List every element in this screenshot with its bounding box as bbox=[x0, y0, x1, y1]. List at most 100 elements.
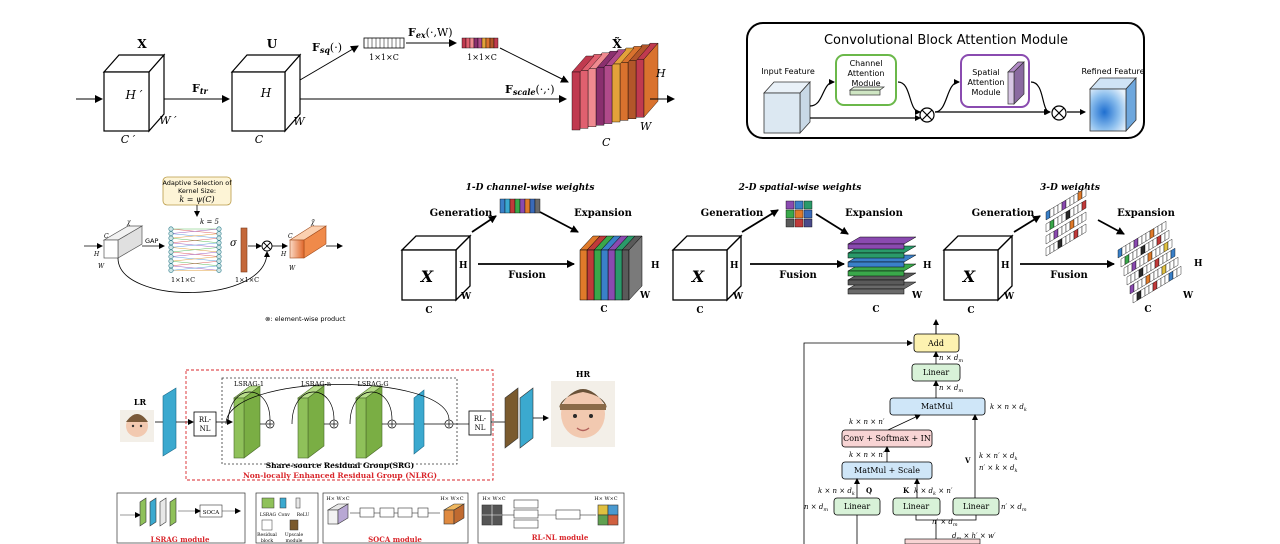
stack-slice bbox=[587, 68, 597, 128]
eca-h: H bbox=[93, 251, 100, 258]
3d-volume-cell bbox=[1146, 262, 1152, 274]
spatial-weight-cell bbox=[794, 200, 804, 210]
legend-block: block bbox=[261, 538, 274, 544]
eca-chi: χ bbox=[126, 219, 131, 226]
3d-volume-cell bbox=[1154, 257, 1160, 269]
panel-2d: X H W C Generation Expansion Fusion H W … bbox=[671, 200, 932, 316]
spatial-line2: Attention bbox=[968, 78, 1005, 87]
fsq-arrow bbox=[299, 45, 359, 81]
eca-node-out bbox=[216, 235, 222, 241]
linear-top-label: Linear bbox=[923, 368, 950, 377]
channel-stack bbox=[579, 235, 643, 301]
u-c-label: C bbox=[255, 133, 264, 146]
u-label: U bbox=[267, 37, 278, 51]
3d-volume-cell bbox=[1160, 275, 1166, 287]
3d-weight-cell bbox=[1049, 242, 1055, 254]
3d-volume-cell bbox=[1150, 259, 1156, 271]
spatial-stack bbox=[847, 236, 917, 295]
eca-node-out bbox=[216, 258, 222, 264]
ndm-left: n × dm bbox=[804, 503, 828, 513]
eca-node-in bbox=[168, 254, 174, 260]
legend-conv: Conv bbox=[278, 512, 290, 518]
x-cube-3d bbox=[942, 234, 1014, 302]
c-3d-out: C bbox=[1144, 305, 1151, 315]
3d-volume-cell bbox=[1161, 220, 1167, 232]
gap-label: GAP bbox=[145, 237, 158, 245]
lsrag-module-diagram bbox=[120, 497, 241, 527]
3d-weight-cell bbox=[1073, 204, 1079, 216]
3d-volume-cell bbox=[1165, 261, 1171, 273]
matmul-scale-box bbox=[841, 461, 933, 480]
rlnl1-line1: RL- bbox=[199, 416, 212, 424]
channel-slice bbox=[614, 249, 623, 301]
eca-connection bbox=[170, 256, 220, 262]
generation-1d: Generation bbox=[430, 208, 493, 219]
legend-relu: ReLU bbox=[297, 512, 310, 518]
3d-volume-cell bbox=[1137, 278, 1143, 290]
3d-volume-cell bbox=[1149, 271, 1155, 283]
3d-weight-cell bbox=[1065, 197, 1071, 209]
3d-volume-cell bbox=[1124, 253, 1130, 265]
stack-slice bbox=[603, 65, 613, 124]
w-1d-out: W bbox=[639, 291, 651, 301]
ndm-2: n × dm bbox=[939, 384, 963, 394]
w-3d: W bbox=[1003, 292, 1015, 302]
lsrag-block-side bbox=[307, 385, 325, 459]
legend-residual: Residual bbox=[257, 532, 277, 538]
excitation-dims: 1×1×C bbox=[467, 53, 497, 62]
srg-box bbox=[221, 377, 458, 465]
3d-volume-cell bbox=[1173, 256, 1179, 268]
rlnl1-line2: NL bbox=[200, 425, 211, 433]
ftr-label: Ftr bbox=[192, 82, 209, 96]
eca-node-in bbox=[168, 244, 174, 250]
3d-weight-cell bbox=[1081, 223, 1087, 235]
h-1d: H bbox=[459, 261, 468, 271]
k-n-n-1: k × n × n′ bbox=[849, 418, 885, 426]
eca-node-in bbox=[168, 258, 174, 264]
3d-weight-cell bbox=[1061, 199, 1067, 211]
matmul-label: MatMul bbox=[921, 402, 954, 411]
stack-slice bbox=[579, 70, 589, 129]
eca-legend: ⊗: element-wise product bbox=[265, 315, 346, 323]
x-cube-2d bbox=[671, 234, 743, 302]
eca-chi-tilde: χ̃ bbox=[310, 219, 315, 226]
eca-connection bbox=[170, 237, 220, 244]
3d-volume-cell bbox=[1141, 276, 1147, 288]
eca-block: Adaptive Selection of Kernel Size: k = ψ… bbox=[84, 176, 346, 323]
eca-connection bbox=[170, 260, 220, 267]
x-label: X bbox=[137, 37, 147, 51]
header-1d: 1-D channel-wise weights bbox=[466, 183, 595, 193]
eca-node-out bbox=[216, 249, 222, 255]
lsrag-blocks bbox=[225, 384, 469, 459]
eca-node-in bbox=[168, 249, 174, 255]
3d-volume-cell bbox=[1149, 228, 1155, 240]
eca-connection bbox=[170, 265, 220, 271]
generation-2d: Generation bbox=[701, 208, 764, 219]
eca-out-w: W bbox=[289, 265, 296, 272]
cbam-multiply-icon-2 bbox=[1051, 105, 1067, 121]
legend-lsrag: LSRAG bbox=[260, 512, 277, 518]
excitation-cell bbox=[481, 37, 487, 49]
3d-volume-cell bbox=[1159, 243, 1165, 255]
c-3d: C bbox=[967, 306, 974, 316]
rlnl-hwc-1: H× W×C bbox=[482, 496, 505, 502]
3d-volume-cell bbox=[1151, 248, 1157, 260]
excitation-cell bbox=[473, 37, 479, 49]
3d-weight-cell bbox=[1057, 238, 1063, 250]
x-cube bbox=[102, 53, 166, 133]
channel-line1: Channel bbox=[850, 59, 883, 68]
spatial-weight-cell bbox=[803, 218, 813, 228]
rlnl-box-1 bbox=[193, 411, 217, 437]
fscale-label: Fscale(·,·) bbox=[505, 83, 555, 97]
lsragn-label: LSRAG-n bbox=[301, 380, 331, 388]
3d-weight-cell bbox=[1049, 230, 1055, 242]
3d-volume-cell bbox=[1164, 273, 1170, 285]
u-w-label: W bbox=[293, 115, 306, 128]
x-c-label: C ′ bbox=[121, 133, 136, 146]
lsragg-label: LSRAG-G bbox=[357, 380, 388, 388]
v-label: V bbox=[964, 456, 971, 465]
spatial-line3: Module bbox=[971, 88, 1000, 97]
spatial-layer bbox=[847, 270, 905, 277]
3d-weight-cell bbox=[1077, 214, 1083, 226]
excitation-cell bbox=[493, 37, 499, 49]
